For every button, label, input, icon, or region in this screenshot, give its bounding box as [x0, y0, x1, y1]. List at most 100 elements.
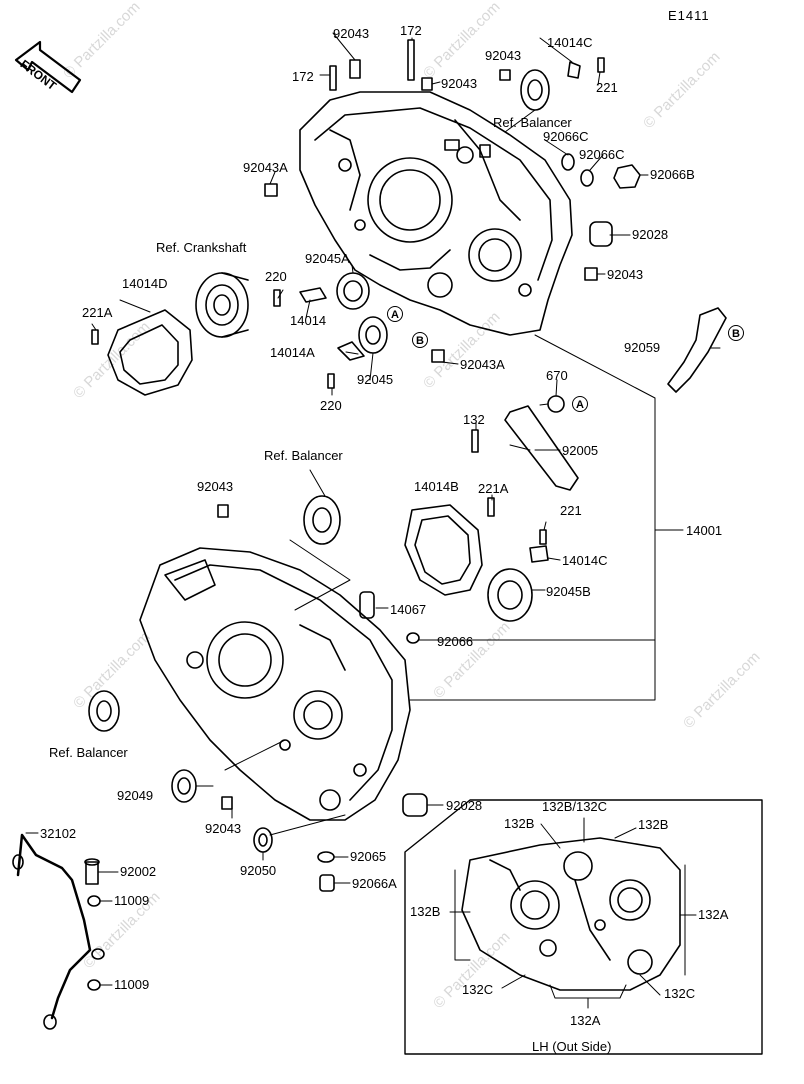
part-label-220[interactable]: 220 [320, 398, 342, 413]
stud-172-left [329, 65, 337, 91]
clamp-14014A [337, 341, 365, 361]
part-label-92050[interactable]: 92050 [240, 863, 277, 878]
ref-balancer-top: Ref. Balancer [493, 115, 572, 130]
dowel-92043A [264, 183, 278, 197]
part-label-92043[interactable]: 92043 [333, 26, 370, 41]
part-label-221[interactable]: 221 [596, 80, 618, 95]
seal-92066C-2 [580, 169, 594, 187]
part-label-132B[interactable]: 132B [638, 817, 669, 832]
part-label-92045[interactable]: 92045 [357, 372, 394, 387]
part-label-92049[interactable]: 92049 [117, 788, 154, 803]
bolt-220 [273, 289, 281, 307]
guide-92005 [504, 405, 579, 491]
part-label-92065[interactable]: 92065 [350, 849, 387, 864]
part-label-670[interactable]: 670 [546, 368, 568, 383]
crankshaft-bearing [195, 272, 249, 338]
part-label-92043[interactable]: 92043 [485, 48, 522, 63]
part-label-132B[interactable]: 132B [410, 904, 441, 919]
part-label-92005[interactable]: 92005 [562, 443, 599, 458]
part-label-132[interactable]: 132 [463, 412, 485, 427]
front-arrow-icon [14, 40, 82, 94]
part-label-92066B[interactable]: 92066B [650, 167, 695, 182]
dowel-92043-mid [217, 504, 229, 518]
part-label-92043[interactable]: 92043 [441, 76, 478, 91]
part-label-92045B[interactable]: 92045B [546, 584, 591, 599]
part-label-132B[interactable]: 132B [504, 816, 535, 831]
part-label-14014B[interactable]: 14014B [414, 479, 459, 494]
part-label-132A[interactable]: 132A [570, 1013, 601, 1028]
part-label-32102[interactable]: 32102 [40, 826, 77, 841]
part-label-221[interactable]: 221 [560, 503, 582, 518]
part-label-220[interactable]: 220 [265, 269, 287, 284]
dowel-92043-right [584, 267, 598, 281]
seal-92049 [171, 769, 197, 803]
part-label-221A[interactable]: 221A [478, 481, 509, 496]
part-label-172[interactable]: 172 [400, 23, 422, 38]
bushing-92028-low [402, 793, 428, 817]
part-label-92043[interactable]: 92043 [205, 821, 242, 836]
part-label-221A[interactable]: 221A [82, 305, 113, 320]
seal-92045 [358, 316, 388, 354]
ref-balancer-left: Ref. Balancer [49, 745, 128, 760]
part-label-14014D[interactable]: 14014D [122, 276, 168, 291]
banjo-joint [91, 948, 105, 960]
clamp-14014 [299, 287, 327, 303]
seal-92066C [561, 153, 575, 171]
part-label-11009[interactable]: 11009 [114, 893, 150, 908]
breather-pipe-92059 [667, 307, 727, 393]
washer-11009 [87, 895, 101, 907]
dowel-92043 [349, 59, 361, 79]
left-crankcase-half [139, 547, 411, 821]
oil-pipe-32102 [12, 833, 92, 1030]
part-label-92045A[interactable]: 92045A [305, 251, 350, 266]
ref-balancer-mid: Ref. Balancer [264, 448, 343, 463]
part-label-92066[interactable]: 92066 [437, 634, 474, 649]
collar-92050 [253, 827, 273, 853]
part-label-92028[interactable]: 92028 [632, 227, 669, 242]
bolt-221A-mid [487, 497, 495, 517]
bolt-221A [91, 329, 99, 345]
part-label-92043A[interactable]: 92043A [243, 160, 288, 175]
part-label-14001[interactable]: 14001 [686, 523, 723, 538]
part-label-92043A[interactable]: 92043A [460, 357, 505, 372]
seal-92066 [406, 632, 420, 644]
seal-92045A [336, 272, 370, 310]
part-label-132C[interactable]: 132C [462, 982, 494, 997]
part-label-92043[interactable]: 92043 [607, 267, 644, 282]
right-crankcase-half [299, 91, 573, 336]
ref-crankshaft: Ref. Crankshaft [156, 240, 247, 255]
part-label-14014[interactable]: 14014 [290, 313, 327, 328]
balancer-bearing-mid [303, 495, 341, 545]
balancer-bearing-top [520, 69, 550, 111]
bolt-132 [471, 429, 479, 453]
part-label-92043[interactable]: 92043 [197, 479, 234, 494]
bolt-221-mid [539, 529, 547, 545]
bushing-92028-top [589, 221, 613, 247]
part-label-14014A[interactable]: 14014A [270, 345, 315, 360]
part-label-172[interactable]: 172 [292, 69, 314, 84]
bolt-221 [597, 57, 605, 73]
part-label-14014C[interactable]: 14014C [547, 35, 593, 50]
part-label-14067[interactable]: 14067 [390, 602, 427, 617]
washer-92065 [317, 851, 335, 863]
part-label-132C[interactable]: 132C [664, 986, 696, 1001]
part-label-92028[interactable]: 92028 [446, 798, 483, 813]
part-label-132B-132C[interactable]: 132B/132C [542, 799, 608, 814]
part-label-92066C[interactable]: 92066C [543, 129, 589, 144]
part-label-132A[interactable]: 132A [698, 907, 729, 922]
o-ring-670 [547, 395, 565, 413]
part-label-92002[interactable]: 92002 [120, 864, 157, 879]
marker-b: B [728, 325, 744, 341]
dowel-92043-r [421, 77, 433, 91]
cap-92066B [613, 164, 641, 189]
part-label-11009[interactable]: 11009 [114, 977, 150, 992]
clamp-14014C-mid [529, 545, 549, 563]
part-label-14014C[interactable]: 14014C [562, 553, 608, 568]
part-label-92066A[interactable]: 92066A [352, 876, 397, 891]
part-label-92066C[interactable]: 92066C [579, 147, 625, 162]
part-label-92059[interactable]: 92059 [624, 340, 661, 355]
marker-a: A [387, 306, 403, 322]
marker-b: B [412, 332, 428, 348]
dowel-92043-r2 [499, 69, 511, 81]
